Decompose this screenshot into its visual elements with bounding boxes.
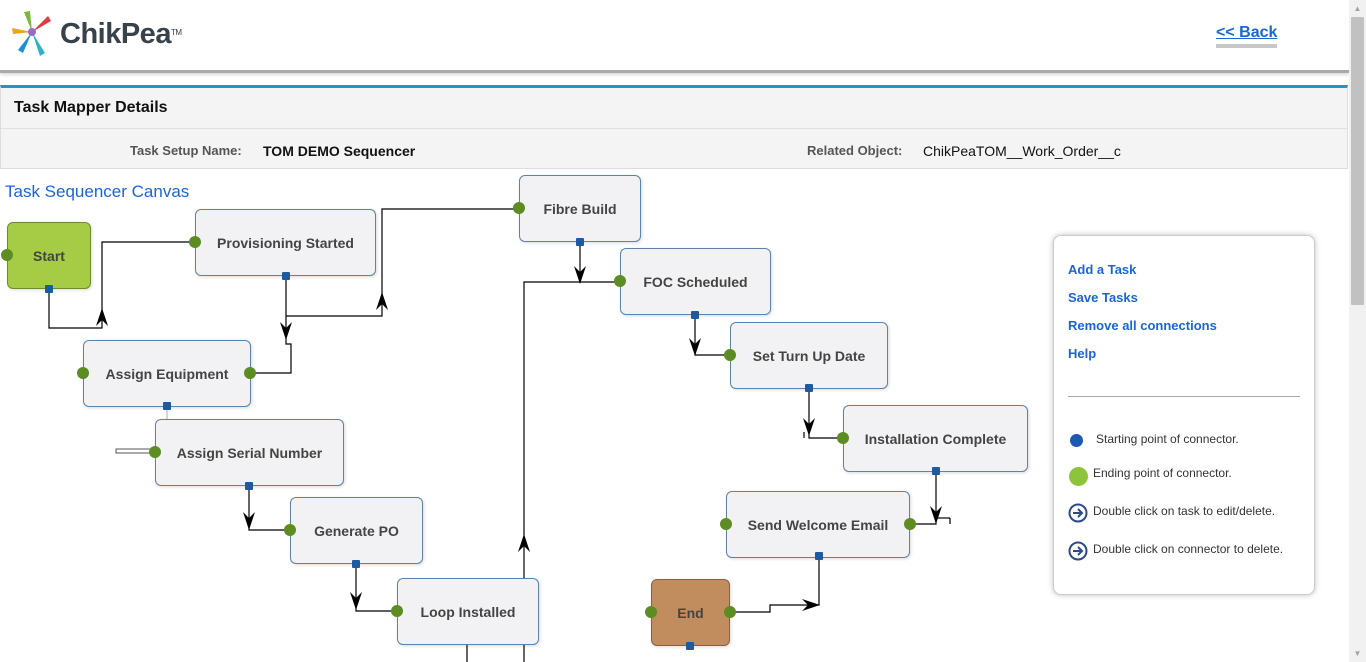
task-label: Send Welcome Email — [747, 516, 889, 533]
end-point-dot[interactable] — [645, 606, 657, 618]
logo-icon — [12, 11, 51, 56]
save-tasks-link[interactable]: Save Tasks — [1068, 290, 1138, 305]
task-label: Fibre Build — [543, 200, 617, 217]
setup-name-label: Task Setup Name: — [130, 143, 242, 158]
end-point-dot[interactable] — [837, 432, 849, 444]
end-point-dot[interactable] — [77, 367, 89, 379]
task-fibre-build[interactable]: Fibre Build — [519, 175, 641, 242]
connector-turnup-installation — [808, 388, 843, 439]
start-point-dot[interactable] — [805, 384, 813, 392]
end-point-dot[interactable] — [513, 202, 525, 214]
task-end[interactable]: End — [651, 579, 730, 646]
add-task-link[interactable]: Add a Task — [1068, 262, 1137, 277]
top-bar: ChikPeaTM << Back — [0, 0, 1349, 73]
end-point-dot[interactable] — [724, 349, 736, 361]
task-installation-complete[interactable]: Installation Complete — [843, 405, 1028, 472]
end-point-dot[interactable] — [244, 367, 256, 379]
legend-text: Ending point of connector. — [1093, 466, 1232, 480]
scroll-thumb[interactable] — [1351, 17, 1364, 305]
task-set-turn-up-date[interactable]: Set Turn Up Date — [730, 322, 888, 389]
start-point-dot[interactable] — [904, 518, 916, 530]
end-point-dot[interactable] — [724, 606, 736, 618]
legend-text: Starting point of connector. — [1096, 432, 1239, 446]
connector-foc-turnup — [694, 316, 730, 356]
start-point-dot[interactable] — [163, 402, 171, 410]
legend-text: Double click on connector to delete. — [1093, 542, 1284, 556]
task-label: Loop Installed — [420, 603, 516, 620]
end-point-dot[interactable] — [720, 518, 732, 530]
end-point-dot[interactable] — [1, 249, 13, 261]
task-label: Set Turn Up Date — [752, 347, 866, 364]
panel-title: Task Mapper Details — [14, 99, 168, 116]
arrow-circle-icon — [1068, 541, 1088, 561]
legend-panel: Add a Task Save Tasks Remove all connect… — [1053, 235, 1315, 595]
task-provisioning-started[interactable]: Provisioning Started — [195, 209, 376, 276]
green-dot-icon — [1069, 467, 1088, 486]
task-foc-scheduled[interactable]: FOC Scheduled — [620, 248, 771, 315]
connector-provisioning-equipment — [250, 276, 292, 374]
connector-po-loop — [355, 564, 397, 612]
end-point-dot[interactable] — [284, 524, 296, 536]
blue-dot-icon — [1070, 434, 1083, 447]
connector-welcome-end — [730, 556, 820, 613]
start-point-dot[interactable] — [815, 552, 823, 560]
chikpea-logo: ChikPeaTM — [10, 10, 200, 58]
start-point-dot[interactable] — [576, 238, 584, 246]
task-assign-serial-number[interactable]: Assign Serial Number — [155, 419, 344, 486]
setup-name-value: TOM DEMO Sequencer — [263, 143, 416, 159]
connector-installation-welcome — [910, 471, 937, 525]
related-object-label: Related Object: — [807, 143, 903, 158]
task-generate-po[interactable]: Generate PO — [290, 497, 423, 564]
task-label: Installation Complete — [864, 430, 1007, 447]
start-point-dot[interactable] — [932, 467, 940, 475]
arrow-circle-icon — [1068, 503, 1088, 523]
end-point-dot[interactable] — [149, 446, 161, 458]
task-label: Provisioning Started — [217, 234, 354, 251]
scroll-down-icon[interactable]: ▼ — [1353, 649, 1362, 658]
task-label: Start — [33, 247, 65, 264]
logo-text: ChikPeaTM — [60, 18, 182, 50]
back-link[interactable]: << Back — [1216, 24, 1278, 48]
help-link[interactable]: Help — [1068, 346, 1097, 361]
start-point-dot[interactable] — [686, 642, 694, 650]
start-point-dot[interactable] — [352, 560, 360, 568]
task-loop-installed[interactable]: Loop Installed — [397, 578, 539, 645]
task-label: End — [677, 604, 704, 621]
start-point-dot[interactable] — [691, 311, 699, 319]
task-assign-equipment[interactable]: Assign Equipment — [83, 340, 251, 407]
end-point-dot[interactable] — [614, 275, 626, 287]
panel-divider — [1, 128, 1347, 129]
connector-serial-po — [248, 486, 290, 531]
task-send-welcome-email[interactable]: Send Welcome Email — [726, 491, 910, 558]
related-object-value: ChikPeaTOM__Work_Order__c — [923, 143, 1121, 159]
task-start[interactable]: Start — [7, 222, 91, 289]
end-point-dot[interactable] — [391, 605, 403, 617]
task-label: Generate PO — [314, 522, 399, 539]
task-label: Assign Equipment — [105, 365, 229, 382]
start-point-dot[interactable] — [245, 482, 253, 490]
task-label: FOC Scheduled — [643, 273, 748, 290]
page-scrollbar[interactable]: ▲ ▼ — [1349, 0, 1366, 662]
start-point-dot[interactable] — [282, 272, 290, 280]
scroll-up-icon[interactable]: ▲ — [1353, 4, 1362, 13]
legend-text: Double click on task to edit/delete. — [1093, 504, 1276, 518]
start-point-dot[interactable] — [45, 285, 53, 293]
remove-connections-link[interactable]: Remove all connections — [1068, 318, 1217, 333]
canvas-title: Task Sequencer Canvas — [5, 182, 190, 201]
legend-divider — [1068, 396, 1300, 397]
task-mapper-details-panel: Task Mapper Details Task Setup Name: TOM… — [0, 85, 1348, 169]
end-point-dot[interactable] — [189, 236, 201, 248]
connector-fibre-foc — [579, 243, 619, 283]
task-label: Assign Serial Number — [176, 444, 323, 461]
